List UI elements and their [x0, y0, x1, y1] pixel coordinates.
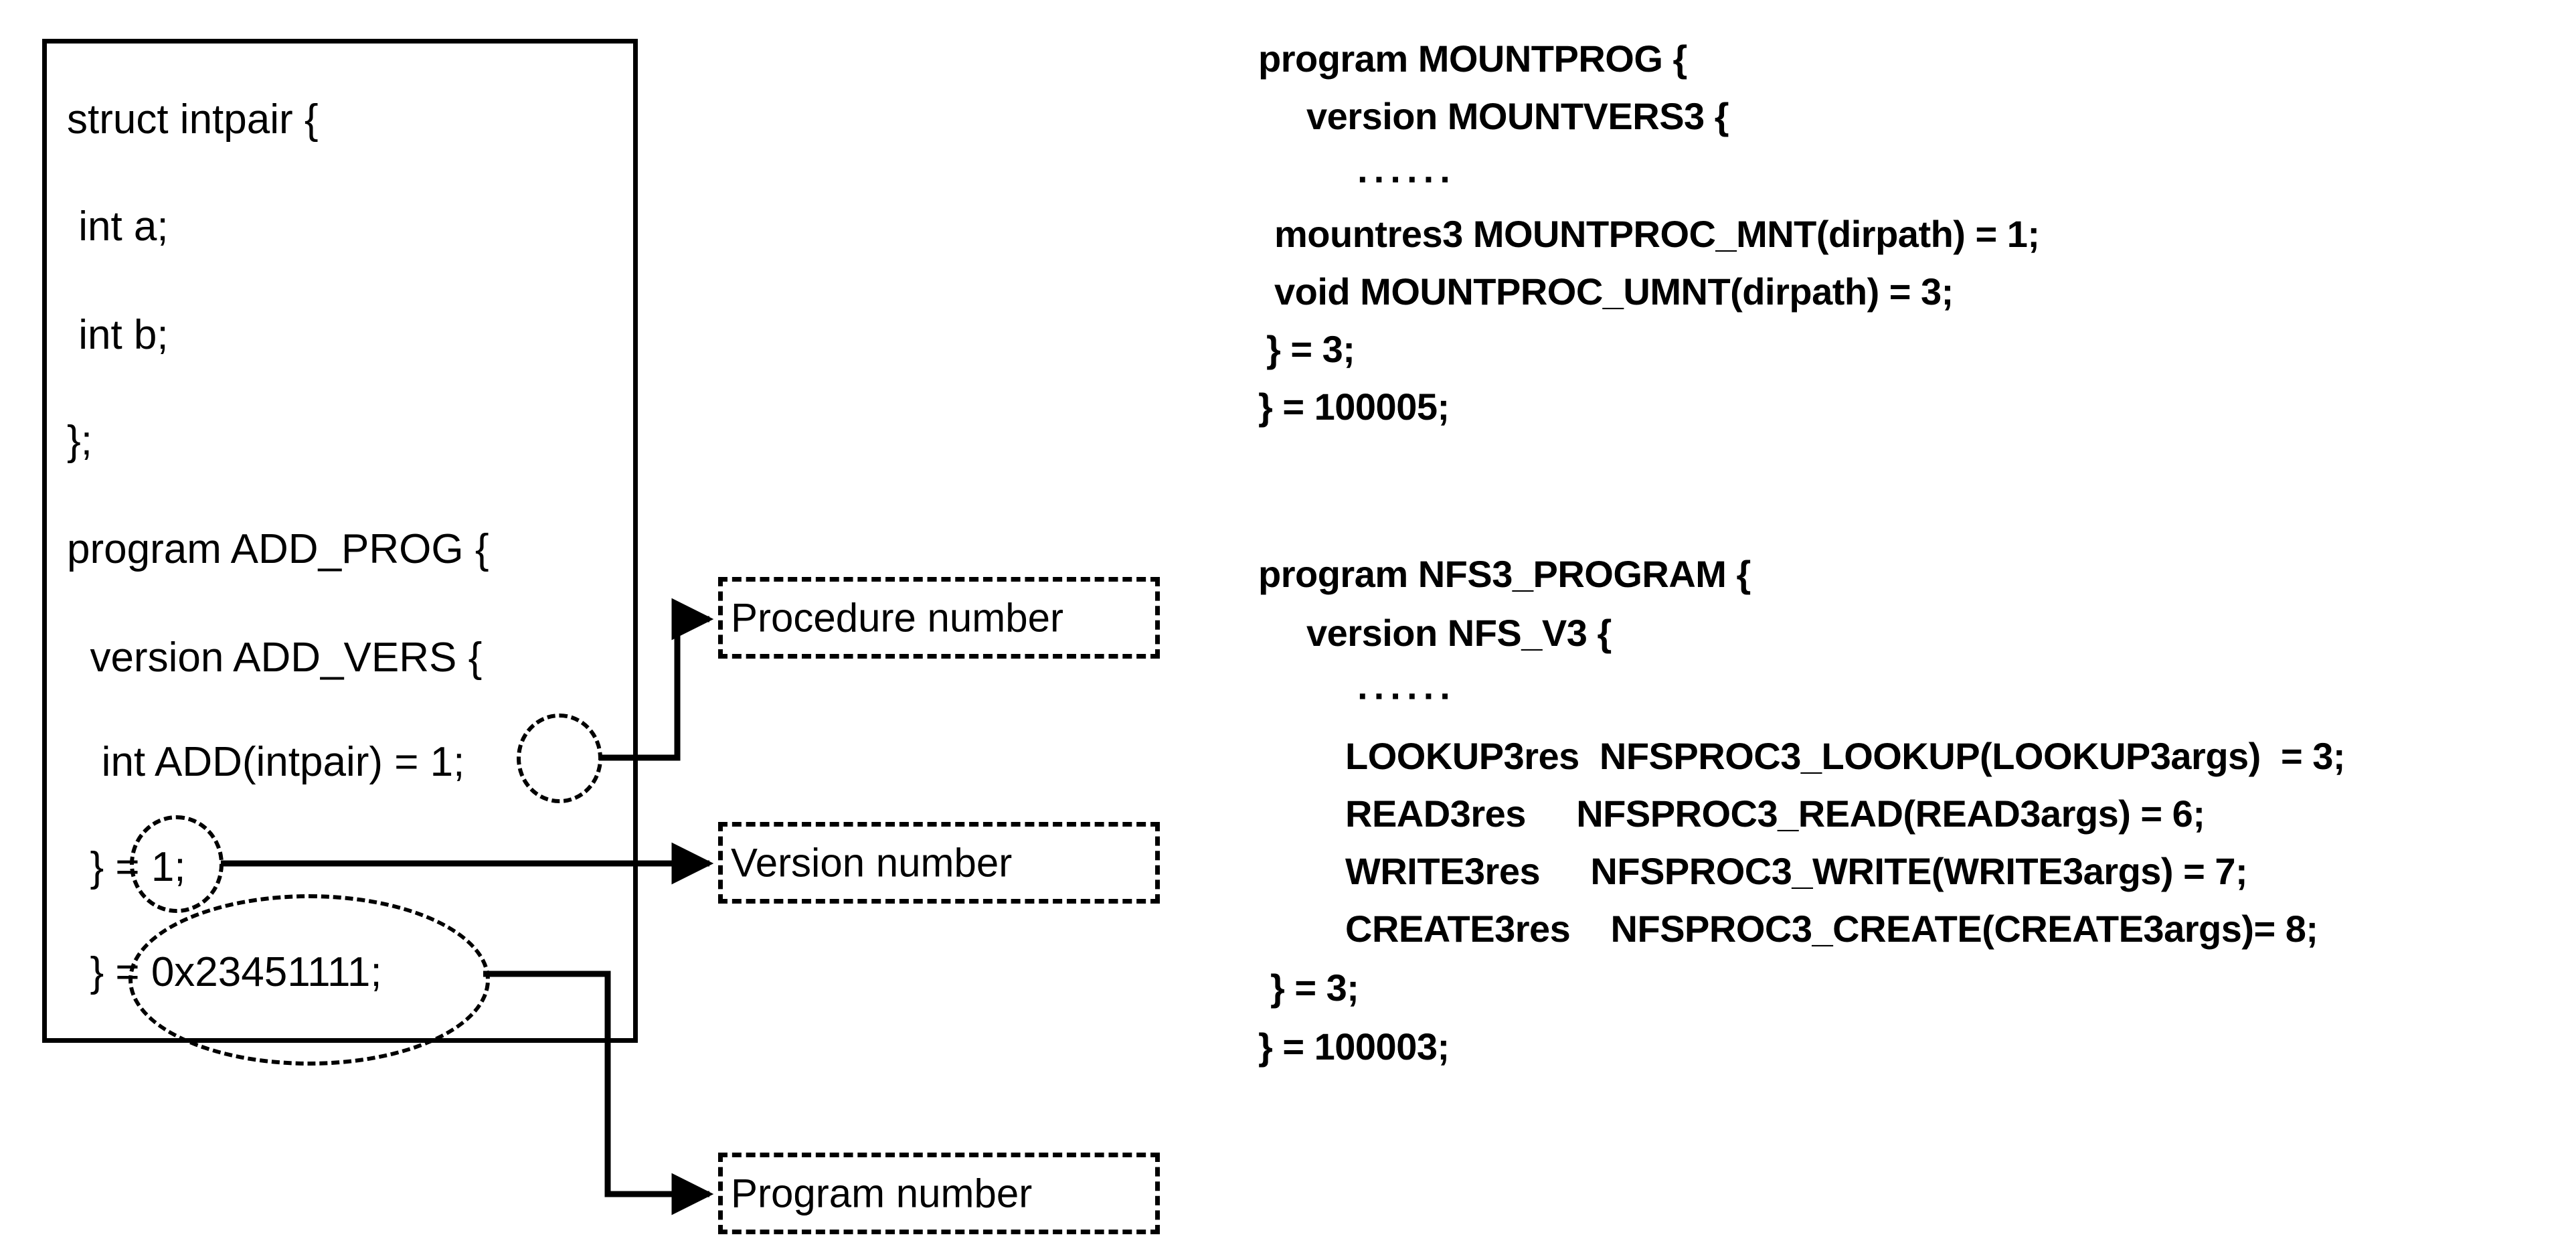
nfs-line-write-procedure: WRITE3res NFSPROC3_WRITE(WRITE3args) = 7…	[1345, 850, 2248, 892]
nfs-line-lookup-procedure: LOOKUP3res NFSPROC3_LOOKUP(LOOKUP3args) …	[1345, 735, 2346, 777]
procedure-number-highlight-circle	[517, 714, 602, 803]
callout-box-procedure-number: Procedure number	[718, 577, 1160, 659]
version-number-highlight-circle	[130, 815, 224, 913]
xdr-line-add-procedure: int ADD(intpair) = 1;	[67, 739, 465, 785]
callout-box-version-number: Version number	[718, 822, 1160, 904]
mount-line-version-close: } = 3;	[1266, 328, 1355, 370]
xdr-line-version-open: version ADD_VERS {	[67, 635, 483, 681]
nfs-line-program-close: } = 100003;	[1258, 1025, 1450, 1068]
nfs-line-program-open: program NFS3_PROGRAM {	[1258, 553, 1751, 595]
callout-label-program-number: Program number	[731, 1171, 1033, 1216]
mount-line-version-open: version MOUNTVERS3 {	[1306, 95, 1729, 137]
nfs-line-version-close: } = 3;	[1270, 967, 1359, 1009]
real-world-examples-panel: program MOUNTPROG { version MOUNTVERS3 {…	[1258, 0, 2576, 1257]
mount-line-umnt-procedure: void MOUNTPROC_UMNT(dirpath) = 3;	[1274, 270, 1954, 313]
nfs-line-create-procedure: CREATE3res NFSPROC3_CREATE(CREATE3args)=…	[1345, 908, 2318, 950]
callout-label-version-number: Version number	[731, 840, 1013, 886]
mount-line-mnt-procedure: mountres3 MOUNTPROC_MNT(dirpath) = 1;	[1274, 213, 2040, 255]
xdr-line-int-b: int b;	[67, 312, 169, 358]
callout-label-procedure-number: Procedure number	[731, 595, 1063, 641]
mount-line-program-open: program MOUNTPROG {	[1258, 37, 1687, 80]
xdr-example-panel: struct intpair { int a; int b; }; progra…	[0, 0, 1205, 1257]
nfs-line-read-procedure: READ3res NFSPROC3_READ(READ3args) = 6;	[1345, 792, 2205, 835]
nfs-line-version-open: version NFS_V3 {	[1306, 612, 1612, 654]
nfs-line-ellipsis: ······	[1357, 675, 1456, 717]
callout-box-program-number: Program number	[718, 1153, 1160, 1234]
mount-line-program-close: } = 100005;	[1258, 386, 1450, 428]
xdr-line-struct-close: };	[67, 418, 92, 464]
xdr-line-struct-open: struct intpair {	[67, 96, 319, 143]
xdr-line-int-a: int a;	[67, 203, 169, 250]
xdr-line-program-open: program ADD_PROG {	[67, 526, 489, 572]
program-number-highlight-ellipse	[128, 894, 490, 1066]
mount-line-ellipsis: ······	[1357, 158, 1456, 200]
